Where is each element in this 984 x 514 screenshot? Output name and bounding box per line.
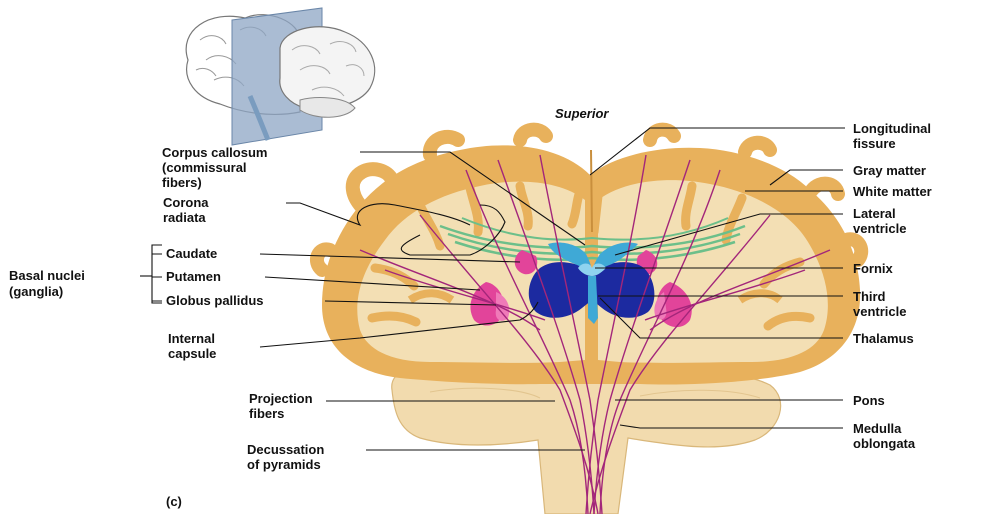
label-corona-radiata-2: radiata <box>163 210 206 225</box>
label-corpus-callosum-1: Corpus callosum <box>162 145 267 160</box>
label-pons: Pons <box>853 393 885 408</box>
cerebrum <box>317 130 861 385</box>
panel-letter: (c) <box>166 494 182 509</box>
label-gray-matter: Gray matter <box>853 163 926 178</box>
label-longitudinal-fissure-2: fissure <box>853 136 896 151</box>
orientation-label: Superior <box>555 106 609 121</box>
label-corpus-callosum-3: fibers) <box>162 175 202 190</box>
orientation-thumbnail <box>186 8 375 145</box>
label-putamen: Putamen <box>166 269 221 284</box>
label-corona-radiata-1: Corona <box>163 195 209 210</box>
longitudinal-fissure <box>591 150 592 232</box>
label-lateral-ventricle-2: ventricle <box>853 221 906 236</box>
label-basal-nuclei-2: (ganglia) <box>9 284 63 299</box>
label-projection-fibers-1: Projection <box>249 391 313 406</box>
label-longitudinal-fissure-1: Longitudinal <box>853 121 931 136</box>
label-third-ventricle-2: ventricle <box>853 304 906 319</box>
label-thalamus: Thalamus <box>853 331 914 346</box>
label-internal-capsule-2: capsule <box>168 346 216 361</box>
label-globus-pallidus: Globus pallidus <box>166 293 264 308</box>
label-lateral-ventricle-1: Lateral <box>853 206 896 221</box>
label-third-ventricle-1: Third <box>853 289 886 304</box>
label-medulla-oblongata-1: Medulla <box>853 421 902 436</box>
label-medulla-oblongata-2: oblongata <box>853 436 916 451</box>
label-projection-fibers-2: fibers <box>249 406 284 421</box>
label-fornix: Fornix <box>853 261 893 276</box>
label-corpus-callosum-2: (commissural <box>162 160 247 175</box>
label-internal-capsule-1: Internal <box>168 331 215 346</box>
label-basal-nuclei-1: Basal nuclei <box>9 268 85 283</box>
label-white-matter: White matter <box>853 184 932 199</box>
label-decussation-2: of pyramids <box>247 457 321 472</box>
label-decussation-1: Decussation <box>247 442 324 457</box>
label-caudate: Caudate <box>166 246 217 261</box>
